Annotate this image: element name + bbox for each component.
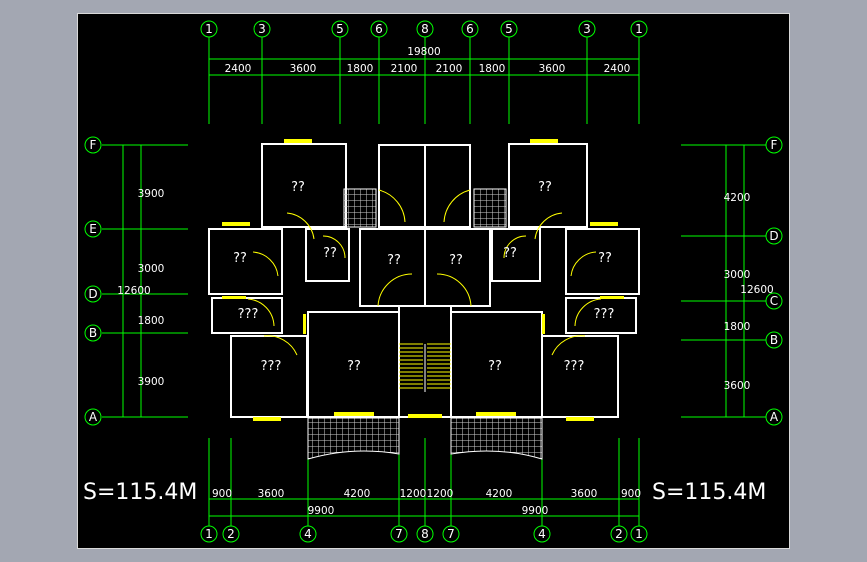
bottom-axis-4: 7: [395, 527, 403, 541]
hatched-areas: [307, 188, 543, 460]
top-dimension-7: 3600: [539, 63, 566, 75]
bottom-dimension-1: 900: [212, 488, 232, 500]
top-axis-2: 3: [258, 22, 266, 36]
left-axis-1: F: [90, 138, 97, 152]
room-label: ??: [347, 359, 361, 374]
room-label: ??: [387, 253, 401, 268]
top-dimension-1: 2400: [225, 63, 252, 75]
left-axis-5: A: [89, 410, 98, 424]
top-axis-bubbles: [200, 20, 648, 38]
right-dimension-1: 4200: [724, 192, 751, 204]
right-total-dimension: 12600: [740, 284, 773, 296]
room-label: ??: [503, 246, 517, 261]
top-dimension-3: 1800: [347, 63, 374, 75]
bottom-dimension-5: 1200: [427, 488, 454, 500]
room-label: ???: [564, 359, 585, 374]
bottom-grid-lines: [208, 438, 640, 526]
left-dimension-1: 3900: [138, 188, 165, 200]
drawing-viewport[interactable]: 1 3 5 6 8 6 5 3 1 19800 2400 3600 1800 2…: [77, 13, 790, 549]
top-dimension-8: 2400: [604, 63, 631, 75]
bottom-axis-6: 7: [447, 527, 455, 541]
room-label: ???: [238, 307, 259, 322]
left-grid-lines: [102, 144, 188, 418]
top-axis-5: 8: [421, 22, 429, 36]
top-dimension-6: 1800: [479, 63, 506, 75]
right-axis-3: C: [770, 294, 778, 308]
left-dimension-3: 1800: [138, 315, 165, 327]
room-label: ???: [594, 307, 615, 322]
room-label: ??: [538, 180, 552, 195]
left-axis-3: D: [88, 287, 97, 301]
bottom-axis-2: 2: [227, 527, 235, 541]
bottom-axis-9: 1: [635, 527, 643, 541]
bottom-axis-bubbles: [200, 525, 648, 543]
right-axis-bubbles: [765, 136, 783, 426]
top-grid-lines: [208, 37, 640, 124]
bottom-axis-8: 2: [615, 527, 623, 541]
room-label: ???: [261, 359, 282, 374]
area-label-right: S=115.4M: [652, 480, 766, 505]
top-axis-9: 1: [635, 22, 643, 36]
top-dimension-4: 2100: [391, 63, 418, 75]
bottom-axis-7: 4: [538, 527, 546, 541]
right-axis-1: F: [771, 138, 778, 152]
right-axis-5: A: [770, 410, 779, 424]
bottom-axis-5: 8: [421, 527, 429, 541]
bottom-axis-3: 4: [304, 527, 312, 541]
stair-steps: [399, 343, 451, 392]
left-axis-bubbles: [84, 136, 102, 426]
floor-plan-drawing: 1 3 5 6 8 6 5 3 1 19800 2400 3600 1800 2…: [83, 20, 783, 543]
bottom-dimension-4: 1200: [400, 488, 427, 500]
top-axis-6: 6: [466, 22, 474, 36]
bottom-dimension-6: 4200: [486, 488, 513, 500]
top-axis-8: 3: [583, 22, 591, 36]
bottom-half-total-right: 9900: [522, 505, 549, 517]
left-axis-4: B: [89, 326, 97, 340]
room-label: ??: [323, 246, 337, 261]
bottom-half-total-left: 9900: [308, 505, 335, 517]
top-axis-7: 5: [505, 22, 513, 36]
left-dimension-4: 3900: [138, 376, 165, 388]
top-axis-4: 6: [375, 22, 383, 36]
top-axis-3: 5: [336, 22, 344, 36]
bottom-axis-1: 1: [205, 527, 213, 541]
bottom-dimension-3: 4200: [344, 488, 371, 500]
room-label: ??: [488, 359, 502, 374]
room-label: ??: [449, 253, 463, 268]
right-dimension-2: 3000: [724, 269, 751, 281]
right-axis-4: B: [770, 333, 778, 347]
window-marks: [222, 139, 624, 421]
bottom-dimension-2: 3600: [258, 488, 285, 500]
top-dimension-5: 2100: [436, 63, 463, 75]
bottom-dimension-8: 900: [621, 488, 641, 500]
top-total-dimension: 19800: [407, 46, 440, 58]
left-total-dimension: 12600: [117, 285, 150, 297]
floor-plan-walls: [208, 143, 640, 418]
right-grid-lines: [681, 144, 766, 418]
right-axis-2: D: [769, 229, 778, 243]
top-axis-1: 1: [205, 22, 213, 36]
right-dimension-4: 3600: [724, 380, 751, 392]
top-dimension-2: 3600: [290, 63, 317, 75]
right-dimension-3: 1800: [724, 321, 751, 333]
area-label-left: S=115.4M: [83, 480, 197, 505]
bottom-dimension-7: 3600: [571, 488, 598, 500]
room-label: ??: [291, 180, 305, 195]
room-label: ??: [598, 251, 612, 266]
door-swings: [247, 189, 602, 356]
left-axis-2: E: [89, 222, 97, 236]
room-label: ??: [233, 251, 247, 266]
left-dimension-2: 3000: [138, 263, 165, 275]
